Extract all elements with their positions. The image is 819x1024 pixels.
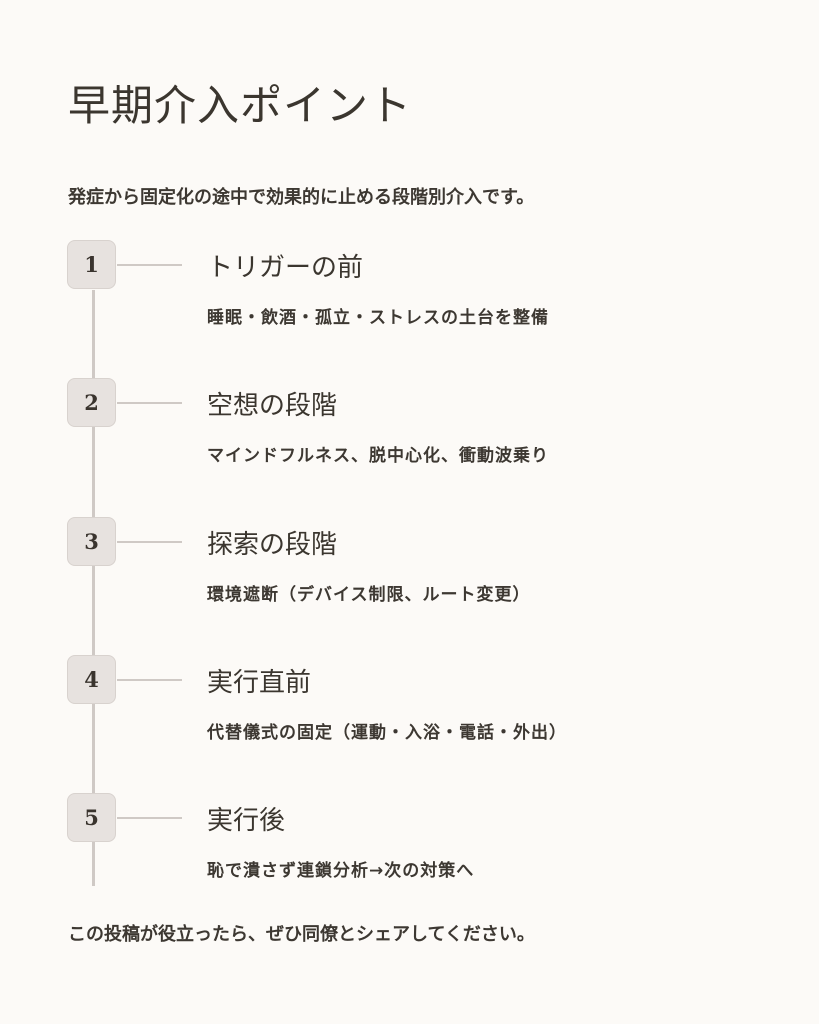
step-number-badge: 2 bbox=[67, 378, 116, 427]
step-heading: 実行後 bbox=[207, 806, 286, 836]
step-heading: 空想の段階 bbox=[207, 391, 338, 421]
step-description: 恥で潰さず連鎖分析→次の対策へ bbox=[207, 861, 475, 881]
timeline-step: 1 トリガーの前 睡眠・飲酒・孤立・ストレスの土台を整備 bbox=[0, 240, 819, 350]
step-description: 環境遮断（デバイス制限、ルート変更） bbox=[207, 585, 531, 605]
connector-line bbox=[117, 817, 182, 819]
step-description: マインドフルネス、脱中心化、衝動波乗り bbox=[207, 446, 549, 466]
connector-line bbox=[117, 541, 182, 543]
subtitle: 発症から固定化の途中で効果的に止める段階別介入です。 bbox=[68, 187, 535, 208]
step-heading: トリガーの前 bbox=[207, 253, 364, 283]
timeline-line bbox=[92, 290, 95, 886]
step-number-badge: 3 bbox=[67, 517, 116, 566]
step-number-badge: 1 bbox=[67, 240, 116, 289]
step-number-badge: 4 bbox=[67, 655, 116, 704]
timeline-step: 4 実行直前 代替儀式の固定（運動・入浴・電話・外出） bbox=[0, 655, 819, 765]
timeline-step: 5 実行後 恥で潰さず連鎖分析→次の対策へ bbox=[0, 793, 819, 903]
step-description: 睡眠・飲酒・孤立・ストレスの土台を整備 bbox=[207, 308, 549, 328]
connector-line bbox=[117, 264, 182, 266]
step-number-badge: 5 bbox=[67, 793, 116, 842]
footer-text: この投稿が役立ったら、ぜひ同僚とシェアしてください。 bbox=[68, 924, 535, 945]
step-description: 代替儀式の固定（運動・入浴・電話・外出） bbox=[207, 723, 567, 743]
step-heading: 実行直前 bbox=[207, 668, 312, 698]
connector-line bbox=[117, 402, 182, 404]
step-heading: 探索の段階 bbox=[207, 530, 338, 560]
timeline-step: 2 空想の段階 マインドフルネス、脱中心化、衝動波乗り bbox=[0, 378, 819, 488]
connector-line bbox=[117, 679, 182, 681]
page-title: 早期介入ポイント bbox=[68, 81, 413, 130]
timeline-step: 3 探索の段階 環境遮断（デバイス制限、ルート変更） bbox=[0, 517, 819, 627]
